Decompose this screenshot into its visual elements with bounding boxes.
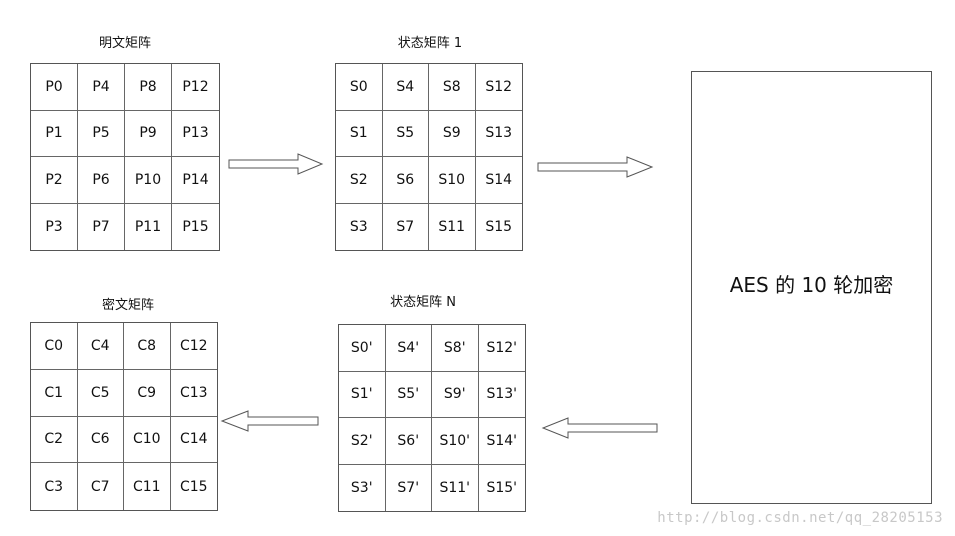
matrix-cell: P9 xyxy=(125,110,172,157)
matrix-cell: S8' xyxy=(432,325,479,372)
matrix-cell: S6 xyxy=(382,157,429,204)
matrix-cell: P8 xyxy=(125,64,172,111)
matrix-cell: C0 xyxy=(31,323,78,370)
matrix-cell: P2 xyxy=(31,157,78,204)
matrix-cell: S10' xyxy=(432,418,479,465)
matrix-cell: S1 xyxy=(336,110,383,157)
matrix-cell: S13' xyxy=(478,372,525,418)
aes-rounds-label: AES 的 10 轮加密 xyxy=(729,273,894,297)
matrix-cell: P12 xyxy=(172,64,219,111)
matrix-cell: C15 xyxy=(179,478,208,495)
matrix-cell: P13 xyxy=(172,111,219,157)
matrix-cell: S9' xyxy=(432,371,479,418)
matrix-cell: C9 xyxy=(124,369,171,417)
matrix-cell: S5' xyxy=(385,371,432,418)
matrix-cell: S0 xyxy=(336,64,383,111)
arrow-state1-to-aes xyxy=(537,156,654,178)
matrix-cell: S14' xyxy=(478,418,525,465)
matrix-cell: S15' xyxy=(486,479,518,496)
watermark-text: http://blog.csdn.net/qq_28205153 xyxy=(657,510,943,526)
matrix-cell: C12 xyxy=(170,323,217,370)
matrix-cell: S3' xyxy=(339,464,386,511)
matrix-cell: C6 xyxy=(77,416,124,464)
aes-rounds-box: AES 的 10 轮加密 xyxy=(691,71,932,504)
matrix-cell: S4 xyxy=(382,64,429,111)
matrix-cell: C5 xyxy=(77,369,124,417)
matrix-cell: C8 xyxy=(124,323,171,370)
matrix-cell: S7 xyxy=(383,203,429,250)
matrix-cell: S9 xyxy=(429,110,476,157)
matrix-cell: S12' xyxy=(478,325,525,372)
ciphertext-matrix-title: 密文矩阵 xyxy=(101,298,155,313)
matrix-cell: S7' xyxy=(386,464,432,511)
matrix-cell: S14 xyxy=(475,157,522,204)
matrix-cell: C2 xyxy=(31,416,78,464)
matrix-cell: S6' xyxy=(385,418,432,465)
matrix-cell: C1 xyxy=(31,369,78,417)
matrix-cell: S2 xyxy=(336,157,383,204)
matrix-cell: P6 xyxy=(78,157,125,204)
arrow-stateN-to-ciphertext xyxy=(220,410,319,432)
state1-matrix-title: 状态矩阵 1 xyxy=(397,36,463,51)
matrix-cell: P15 xyxy=(182,218,209,235)
matrix-cell: S15 xyxy=(485,218,513,235)
matrix-cell: P1 xyxy=(31,110,78,157)
matrix-cell: P7 xyxy=(78,203,125,250)
arrow-plaintext-to-state1 xyxy=(228,153,324,175)
matrix-cell: S8 xyxy=(429,64,476,111)
stateN-matrix-title: 状态矩阵 N xyxy=(390,295,456,310)
matrix-cell: C4 xyxy=(77,323,124,370)
matrix-cell: P0 xyxy=(31,64,78,111)
matrix-cell: S11' xyxy=(432,464,479,511)
matrix-cell: C11 xyxy=(124,463,171,510)
matrix-cell: P5 xyxy=(78,110,125,157)
matrix-cell: C13 xyxy=(170,370,217,417)
matrix-cell: P10 xyxy=(125,157,172,204)
matrix-cell: S12 xyxy=(475,64,522,111)
matrix-cell: P11 xyxy=(125,203,172,250)
matrix-cell: S11 xyxy=(429,203,476,250)
matrix-cell: S5 xyxy=(382,110,429,157)
matrix-cell: P4 xyxy=(78,64,125,111)
matrix-cell: C7 xyxy=(78,463,124,510)
matrix-cell: S2' xyxy=(339,418,386,465)
matrix-cell: P3 xyxy=(31,203,78,250)
stateN-matrix: S0'S4'S8'S12' S1'S5'S9'S13' S2'S6'S10'S14'… xyxy=(338,324,526,512)
matrix-cell: C10 xyxy=(124,416,171,464)
matrix-cell: S3 xyxy=(336,203,383,250)
matrix-cell: P14 xyxy=(172,157,219,204)
plaintext-matrix-title: 明文矩阵 xyxy=(98,36,152,51)
matrix-cell: C14 xyxy=(170,417,217,464)
matrix-cell: S0' xyxy=(339,325,386,372)
arrow-aes-to-stateN xyxy=(541,417,658,439)
matrix-cell: C3 xyxy=(31,463,78,510)
matrix-cell: S13 xyxy=(475,111,522,157)
matrix-cell: S1' xyxy=(339,371,386,418)
matrix-cell: S4' xyxy=(385,325,432,372)
matrix-cell: S10 xyxy=(429,157,476,204)
